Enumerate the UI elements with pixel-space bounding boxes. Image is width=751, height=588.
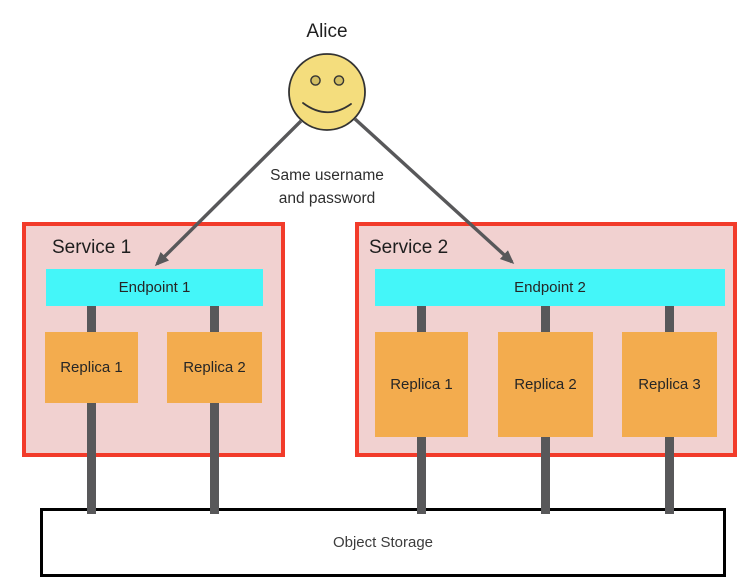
service-2-replica-3: Replica 3 bbox=[622, 332, 717, 437]
connector-s2-replica1-storage bbox=[417, 434, 426, 514]
annotation-line-1: Same username bbox=[270, 167, 384, 184]
actor-label: Alice bbox=[306, 21, 348, 42]
service-1-replica-1: Replica 1 bbox=[45, 332, 138, 403]
connector-s1-endpoint-replica2 bbox=[210, 303, 219, 335]
connector-s1-endpoint-replica1 bbox=[87, 303, 96, 335]
object-storage-box: Object Storage bbox=[40, 508, 726, 577]
service-1-endpoint: Endpoint 1 bbox=[46, 269, 263, 306]
connector-s1-replica1-storage bbox=[87, 400, 96, 514]
connector-s2-replica3-storage bbox=[665, 434, 674, 514]
connector-s2-replica2-storage bbox=[541, 434, 550, 514]
connector-s1-replica2-storage bbox=[210, 400, 219, 514]
service-1-replica-2: Replica 2 bbox=[167, 332, 262, 403]
service-2-endpoint: Endpoint 2 bbox=[375, 269, 725, 306]
arrow-annotation: Same username and password bbox=[246, 164, 408, 210]
service-2-title: Service 2 bbox=[369, 237, 449, 258]
service-2-replica-2: Replica 2 bbox=[498, 332, 593, 437]
annotation-line-2: and password bbox=[278, 190, 376, 207]
smiley-right-eye-icon bbox=[333, 75, 345, 86]
service-1-title: Service 1 bbox=[52, 237, 132, 258]
connector-s2-endpoint-replica1 bbox=[417, 303, 426, 335]
smiley-left-eye-icon bbox=[310, 75, 321, 86]
connector-s2-endpoint-replica3 bbox=[665, 303, 674, 335]
smiley-smile-icon bbox=[302, 102, 352, 114]
connector-s2-endpoint-replica2 bbox=[541, 303, 550, 335]
service-2-replica-1: Replica 1 bbox=[375, 332, 468, 437]
smiley-face-icon bbox=[288, 53, 366, 131]
